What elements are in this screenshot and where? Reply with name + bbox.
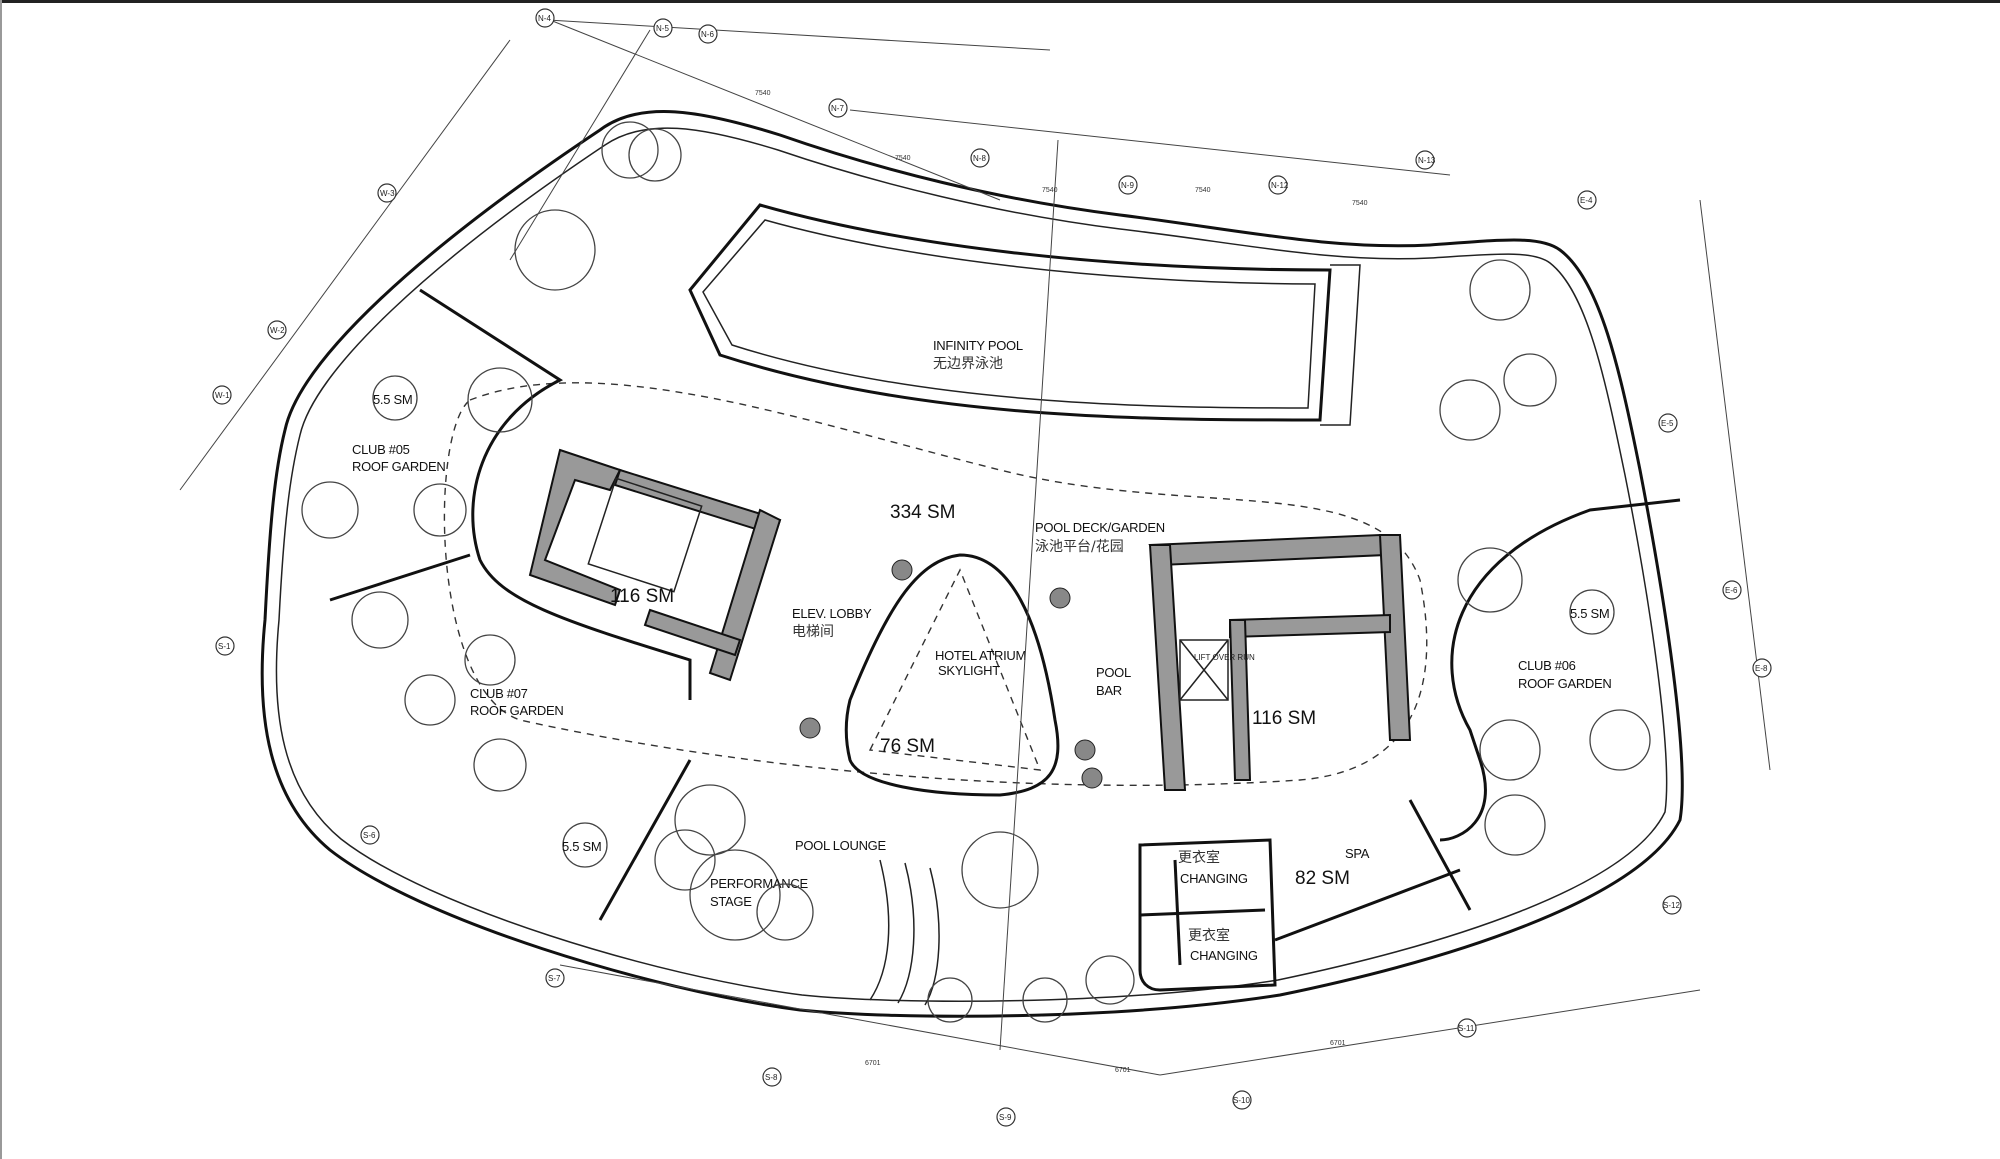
hotel-atrium: HOTEL ATRIUM SKYLIGHT 76 SM	[844, 553, 1060, 797]
svg-text:N-8: N-8	[973, 154, 986, 163]
changing1-label: CHANGING	[1180, 871, 1248, 886]
east-core: LIFT OVER RUN 116 SM	[1148, 533, 1412, 791]
club06-label-2: ROOF GARDEN	[1518, 676, 1611, 691]
grid-lines	[179, 17, 1771, 1076]
svg-text:S-9: S-9	[999, 1113, 1012, 1122]
spiral-stair-club07	[562, 822, 608, 868]
svg-text:S-7: S-7	[548, 974, 561, 983]
svg-text:N-9: N-9	[1121, 181, 1134, 190]
club06-stair-area: 5.5 SM	[1570, 606, 1609, 621]
infinity-pool: INFINITY POOL 无边界泳池	[688, 203, 1361, 426]
lounge-seating-arcs	[869, 859, 940, 1006]
pool-deck-area: 334 SM	[890, 502, 955, 523]
svg-text:N-6: N-6	[701, 30, 714, 39]
spiral-stair-club05	[372, 375, 418, 421]
spa-area: 82 SM	[1295, 868, 1350, 889]
changing2-label: CHANGING	[1190, 948, 1258, 963]
club-partitions	[329, 288, 1681, 921]
svg-text:7540: 7540	[1042, 187, 1058, 194]
svg-text:S-8: S-8	[765, 1073, 778, 1082]
svg-text:7540: 7540	[755, 90, 771, 97]
stage-label-2: STAGE	[710, 894, 752, 909]
svg-text:S-10: S-10	[1233, 1096, 1250, 1105]
club06-label-1: CLUB #06	[1518, 658, 1576, 673]
elev-lobby-label: ELEV. LOBBY	[792, 606, 872, 621]
svg-text:S-1: S-1	[218, 642, 231, 651]
svg-text:E-5: E-5	[1661, 419, 1674, 428]
infinity-pool-label-cn: 无边界泳池	[933, 356, 1003, 372]
svg-text:N-13: N-13	[1418, 156, 1436, 165]
atrium-label-2: SKYLIGHT	[938, 663, 1000, 678]
svg-text:N-5: N-5	[656, 24, 669, 33]
changing2-label-cn: 更衣室	[1188, 927, 1230, 944]
spiral-stair-club06	[1569, 589, 1615, 635]
west-core: 116 SM	[528, 448, 782, 682]
lift-overrun-label: LIFT OVER RUN	[1194, 653, 1255, 662]
svg-text:E-8: E-8	[1755, 664, 1768, 673]
grid-bubbles: N-4 N-5 N-6 N-7 N-8 N-9 N-12 N-13 E-4 E-…	[212, 8, 1772, 1127]
trees	[301, 121, 1651, 1023]
club07-label-1: CLUB #07	[470, 686, 528, 701]
changing1-label-cn: 更衣室	[1178, 849, 1220, 866]
pool-bar-label-1: POOL	[1096, 665, 1131, 680]
svg-text:W-3: W-3	[380, 189, 395, 198]
svg-text:6701: 6701	[1330, 1040, 1346, 1047]
pool-deck-label-cn: 泳池平台/花园	[1035, 539, 1124, 555]
spa-label: SPA	[1345, 846, 1370, 861]
svg-text:W-2: W-2	[270, 326, 285, 335]
svg-text:W-1: W-1	[215, 391, 230, 400]
svg-text:N-12: N-12	[1271, 181, 1289, 190]
left-border	[0, 0, 2, 1159]
club05-label-1: CLUB #05	[352, 442, 410, 457]
west-core-area: 116 SM	[610, 586, 674, 607]
infinity-pool-label: INFINITY POOL	[933, 338, 1023, 353]
svg-text:S-12: S-12	[1663, 901, 1680, 910]
svg-text:7540: 7540	[895, 155, 911, 162]
club05-stair-area: 5.5 SM	[373, 392, 412, 407]
atrium-area: 76 SM	[880, 736, 935, 757]
pool-bar-label-2: BAR	[1096, 683, 1122, 698]
building-outline	[260, 110, 1684, 1018]
east-core-area: 116 SM	[1252, 708, 1316, 729]
club05-label-2: ROOF GARDEN	[352, 459, 445, 474]
svg-text:S-11: S-11	[1458, 1024, 1475, 1033]
svg-text:S-6: S-6	[363, 831, 376, 840]
svg-text:6701: 6701	[865, 1060, 881, 1067]
top-border	[0, 0, 2000, 3]
performance-stage	[689, 849, 781, 941]
pool-deck-label: POOL DECK/GARDEN	[1035, 520, 1165, 535]
svg-text:N-7: N-7	[831, 104, 844, 113]
stage-label-1: PERFORMANCE	[710, 876, 808, 891]
dimension-labels: 7540 7540 7540 7540 7540 6701 6701 6701	[755, 90, 1368, 1074]
svg-text:7540: 7540	[1352, 200, 1368, 207]
svg-text:N-4: N-4	[538, 14, 551, 23]
atrium-label-1: HOTEL ATRIUM	[935, 648, 1026, 663]
elev-lobby-label-cn: 电梯间	[792, 624, 834, 640]
club07-label-2: ROOF GARDEN	[470, 703, 563, 718]
columns	[799, 559, 1103, 789]
svg-text:E-6: E-6	[1725, 586, 1738, 595]
spa-block: 更衣室 CHANGING 更衣室 CHANGING SPA 82 SM	[1138, 838, 1461, 992]
club07-stair-area: 5.5 SM	[562, 839, 601, 854]
pool-lounge-label: POOL LOUNGE	[795, 838, 886, 853]
svg-text:E-4: E-4	[1580, 196, 1593, 205]
svg-text:6701: 6701	[1115, 1067, 1131, 1074]
svg-text:7540: 7540	[1195, 187, 1211, 194]
